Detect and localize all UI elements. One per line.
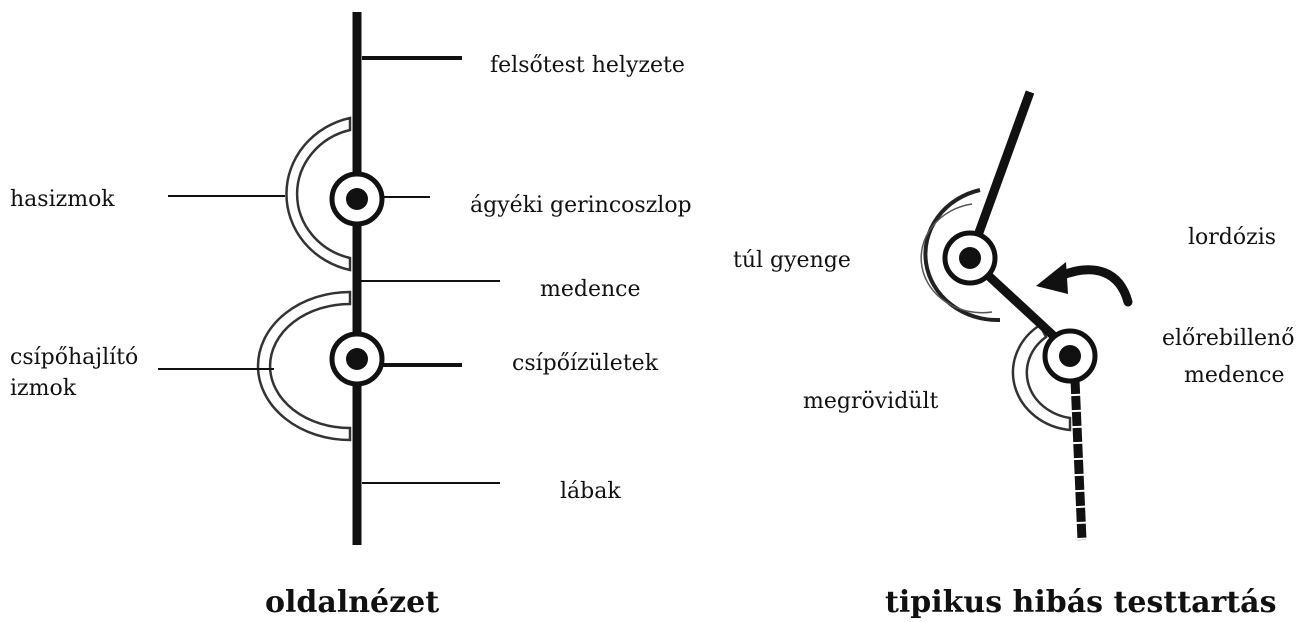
abdominals-label: hasizmok	[10, 187, 115, 212]
tilted-pelvis-label-line1: előrebillenő	[1162, 326, 1294, 351]
hip-flexors-label-line2: izmok	[10, 376, 77, 401]
tilted-pelvis-segment	[974, 262, 1062, 344]
tilted-pelvis-label-line2: medence	[1184, 363, 1285, 388]
shortened-label: megrövidült	[803, 389, 938, 414]
faulty-hip-joint-icon	[1042, 328, 1098, 384]
left-panel-side-view: felsőtest helyzete hasizmok ágyéki gerin…	[10, 12, 692, 620]
leg-line	[1070, 379, 1087, 541]
tilted-upper-body-line	[972, 90, 1035, 240]
lumbar-joint-icon	[329, 171, 385, 227]
right-panel-faulty-posture: túl gyenge lordózis előrebillenő medence…	[733, 90, 1294, 620]
weak-abdominal-arc-inner	[920, 203, 993, 314]
forward-tilt-arrow-icon	[1036, 262, 1133, 307]
weak-abdominal-arc	[923, 188, 1001, 323]
lordosis-label: lordózis	[1188, 225, 1276, 250]
shortened-hip-flexor-arc	[1011, 323, 1072, 432]
hip-flexor-muscle-arc	[256, 290, 352, 442]
hip-flexors-label-line1: csípőhajlító	[10, 345, 138, 370]
too-weak-label: túl gyenge	[733, 248, 851, 273]
hip-joints-label: csípőízületek	[512, 351, 659, 376]
lumbar-spine-label: ágyéki gerincoszlop	[470, 193, 692, 218]
hip-joint-icon	[329, 331, 385, 387]
legs-label: lábak	[560, 479, 621, 504]
pelvis-label: medence	[540, 277, 641, 302]
faulty-posture-caption: tipikus hibás testtartás	[885, 585, 1277, 620]
upper-body-label: felsőtest helyzete	[490, 53, 685, 78]
faulty-lumbar-joint-icon	[942, 230, 998, 286]
abdominal-muscle-arc	[285, 116, 352, 272]
side-view-caption: oldalnézet	[265, 585, 439, 620]
